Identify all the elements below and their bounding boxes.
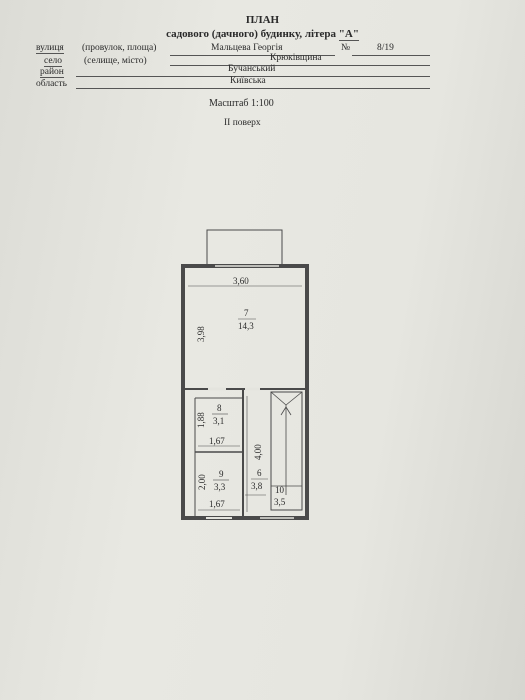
region-label: область <box>36 79 68 89</box>
street-label: вулиця <box>36 43 64 54</box>
room6-number: 6 <box>257 468 262 478</box>
stair-outline <box>270 391 303 511</box>
stair-arrow <box>285 406 292 416</box>
room9-area: 3,3 <box>214 482 226 492</box>
dim-room8-height: 1,88 <box>196 412 206 428</box>
room10-area: 3,5 <box>274 497 286 507</box>
room9-number: 9 <box>219 469 224 479</box>
floor-label: II поверх <box>224 118 261 128</box>
street-underline <box>170 55 335 56</box>
district-label: район <box>40 67 64 78</box>
plan-subtitle-text: садового (дачного) будинку, літера <box>166 28 339 40</box>
number-underline <box>352 55 430 56</box>
dim-room6-height: 4,00 <box>253 444 263 460</box>
room10-number: 10 <box>275 485 285 495</box>
litera-value: "А" <box>338 28 359 41</box>
room6-area: 3,8 <box>251 481 263 491</box>
dim-top-width: 3,60 <box>233 276 249 286</box>
district-value: Бучанський <box>228 64 276 74</box>
dim-left-height: 3,98 <box>196 326 206 342</box>
room8-area: 3,1 <box>213 416 224 426</box>
region-underline <box>76 88 430 89</box>
village-label: село <box>44 56 63 67</box>
room8-number: 8 <box>217 403 222 413</box>
dim-room9-height: 2,00 <box>197 474 207 490</box>
scale-label: Масштаб 1:100 <box>209 98 274 109</box>
district-underline <box>76 76 430 77</box>
number-value: 8/19 <box>377 43 394 53</box>
plan-title: ПЛАН <box>245 14 280 26</box>
room7-number: 7 <box>244 308 249 318</box>
village-alt-label: (селище, місто) <box>84 56 147 66</box>
dim-room9-width: 1,67 <box>209 499 225 509</box>
balcony-outline <box>206 229 283 267</box>
stair-arrow <box>280 406 287 416</box>
plan-subtitle: садового (дачного) будинку, літера "А" <box>0 28 525 41</box>
number-label: № <box>341 43 351 53</box>
street-alt-label: (провулок, площа) <box>82 43 157 53</box>
stair-line <box>270 391 287 406</box>
street-value: Мальцева Георгія <box>211 43 283 53</box>
stair-line <box>285 391 303 406</box>
dim-room8-width: 1,67 <box>209 436 225 446</box>
village-underline <box>170 65 430 66</box>
village-value: Крюківщина <box>270 53 322 63</box>
region-value: Київська <box>230 76 266 86</box>
room7-area: 14,3 <box>238 321 254 331</box>
